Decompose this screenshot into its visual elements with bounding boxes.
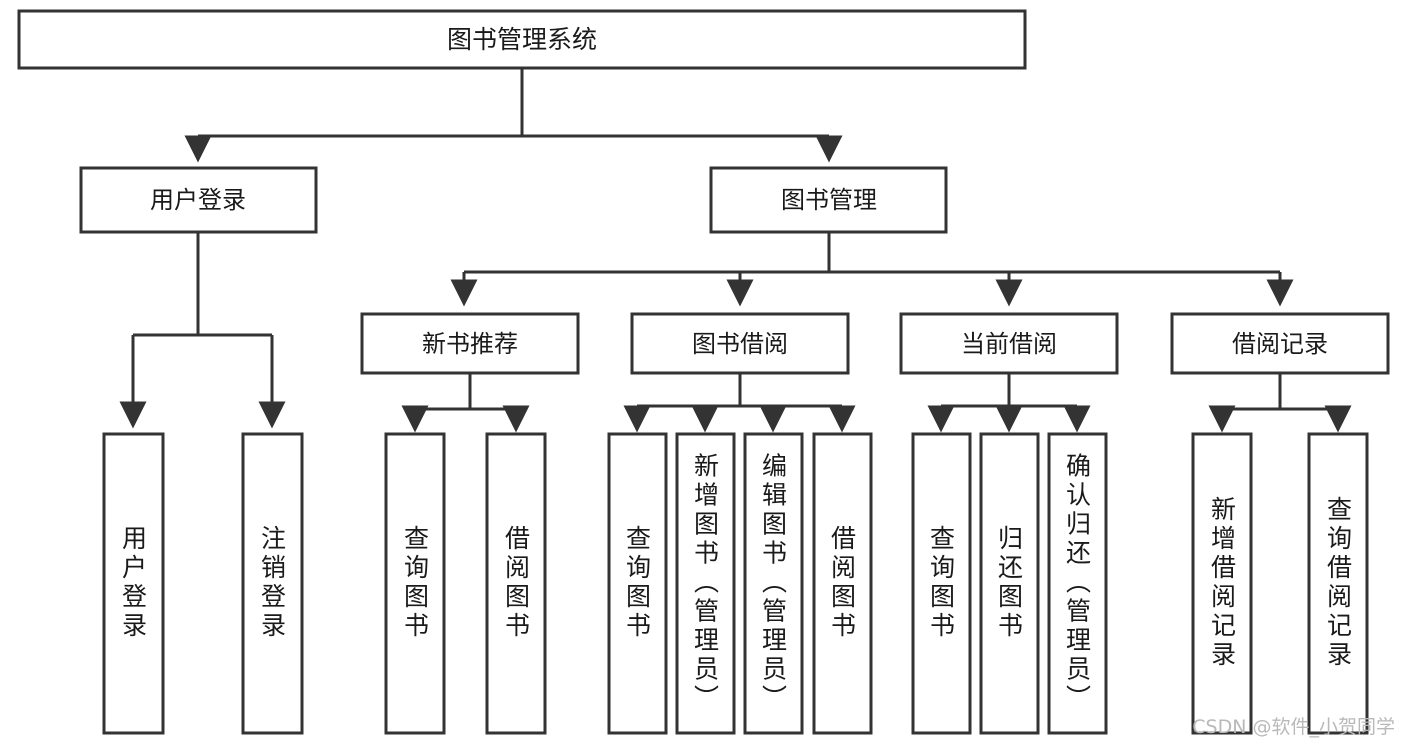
- leaf-query-book-1-label: 查询图书: [401, 525, 430, 641]
- leaf-add-book-label: 新增图书（管理员）: [691, 453, 720, 714]
- leaf-user-login-label: 用户登录: [119, 525, 148, 641]
- connector-current-borrow-to-leaves: [927, 373, 1091, 433]
- leaf-add-record[interactable]: 新增借阅记录: [1191, 432, 1253, 735]
- leaf-confirm-return-label: 确认归还（管理员）: [1063, 453, 1092, 714]
- leaf-query-book-3[interactable]: 查询图书: [911, 432, 972, 735]
- connector-borrow-record-to-leaves: [1208, 373, 1352, 433]
- node-borrow-record-label: 借阅记录: [1232, 330, 1328, 358]
- leaf-return-book[interactable]: 归还图书: [979, 432, 1040, 735]
- node-borrow-record[interactable]: 借阅记录: [1170, 312, 1390, 375]
- node-user-login-label: 用户登录: [150, 186, 246, 214]
- leaf-query-book-2-label: 查询图书: [623, 525, 652, 641]
- node-new-book-recommend-label: 新书推荐: [422, 330, 518, 358]
- leaf-borrow-book-2[interactable]: 借阅图书: [812, 432, 873, 735]
- leaf-query-book-3-label: 查询图书: [927, 525, 956, 641]
- leaf-user-logout[interactable]: 注销登录: [241, 432, 304, 735]
- node-root-label: 图书管理系统: [447, 25, 597, 54]
- connector-root-to-level2: [184, 68, 843, 163]
- node-new-book-recommend[interactable]: 新书推荐: [360, 312, 580, 375]
- leaf-user-logout-label: 注销登录: [258, 525, 287, 641]
- leaf-borrow-book-1[interactable]: 借阅图书: [485, 432, 547, 735]
- node-user-login[interactable]: 用户登录: [79, 166, 318, 234]
- connector-user-login-to-leaves: [119, 232, 286, 429]
- node-root[interactable]: 图书管理系统: [17, 9, 1027, 70]
- leaf-return-book-label: 归还图书: [995, 525, 1024, 641]
- node-book-borrow-label: 图书借阅: [692, 330, 788, 358]
- connector-new-book-recommend-to-leaves: [401, 373, 530, 433]
- node-book-management-label: 图书管理: [781, 186, 877, 214]
- connector-book-management-to-level3: [450, 232, 1294, 307]
- leaf-user-login[interactable]: 用户登录: [102, 432, 165, 735]
- node-book-borrow[interactable]: 图书借阅: [630, 312, 850, 375]
- node-current-borrow-label: 当前借阅: [961, 330, 1057, 358]
- leaf-add-book[interactable]: 新增图书（管理员）: [675, 432, 736, 735]
- watermark: CSDN @软件_小贺同学: [1192, 716, 1395, 738]
- leaf-query-record[interactable]: 查询借阅记录: [1307, 432, 1369, 735]
- leaf-borrow-book-2-label: 借阅图书: [828, 525, 857, 641]
- leaf-borrow-book-1-label: 借阅图书: [502, 525, 531, 641]
- leaf-edit-book-label: 编辑图书（管理员）: [759, 453, 788, 714]
- node-book-management[interactable]: 图书管理: [709, 166, 948, 234]
- leaf-edit-book[interactable]: 编辑图书（管理员）: [743, 432, 804, 735]
- leaf-query-book-2[interactable]: 查询图书: [607, 432, 668, 735]
- leaf-query-book-1[interactable]: 查询图书: [384, 432, 446, 735]
- leaf-confirm-return[interactable]: 确认归还（管理员）: [1047, 432, 1108, 735]
- connector-book-borrow-to-leaves: [623, 373, 856, 433]
- node-current-borrow[interactable]: 当前借阅: [899, 312, 1119, 375]
- leaf-query-record-label: 查询借阅记录: [1324, 496, 1353, 670]
- leaf-add-record-label: 新增借阅记录: [1208, 496, 1237, 670]
